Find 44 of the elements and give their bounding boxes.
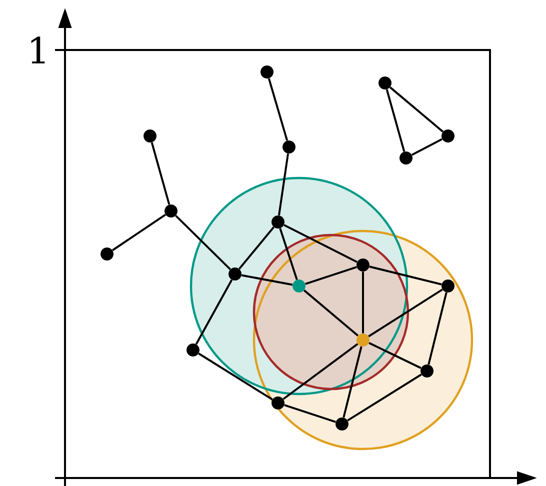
vertex-dot [144,130,156,142]
graph-edge [303,290,359,336]
graph-edge [112,214,166,252]
graph-edge [389,86,444,132]
graph-edge [279,228,298,280]
graph-edge [284,404,336,423]
vertex-dot [260,66,274,78]
graph-edge [198,352,273,400]
graph-edge [362,272,364,334]
graph-edge [278,153,290,216]
graph-edge [241,274,293,286]
vertex-dot [228,268,242,280]
graph-edge [386,89,406,152]
vertex-dot [420,364,434,378]
graph-edge [342,346,362,418]
tick-label: 1 [31,36,45,64]
graph-edge [369,266,442,286]
vertex-dot [378,76,392,90]
vertex-dot [272,396,284,410]
vertex-dot [336,418,348,430]
vertex-dot [186,344,200,356]
graph-edge [368,288,443,338]
vertex-dot [442,280,454,292]
graph-edge [195,279,233,345]
vertex-dot [356,258,370,272]
graph-edge [150,142,170,205]
graph-edge [347,374,422,422]
vertex-dot [100,248,114,260]
vertex-dot [356,334,370,346]
vertex-dot [292,280,306,292]
vertex-dot [272,216,284,228]
graph-edge [368,342,422,369]
vertex-dot [282,140,296,154]
graph-edge [428,292,448,365]
vertex-dot [400,152,412,164]
graph-edge [268,78,288,141]
vertex-dot [164,204,178,218]
vertex-dot [442,130,454,142]
graph-edge [284,224,358,263]
graph-edge [282,343,358,400]
graph-edge [238,226,274,270]
graph-edge [411,138,443,156]
graph-edge [175,214,231,270]
graph-edge [305,266,357,285]
